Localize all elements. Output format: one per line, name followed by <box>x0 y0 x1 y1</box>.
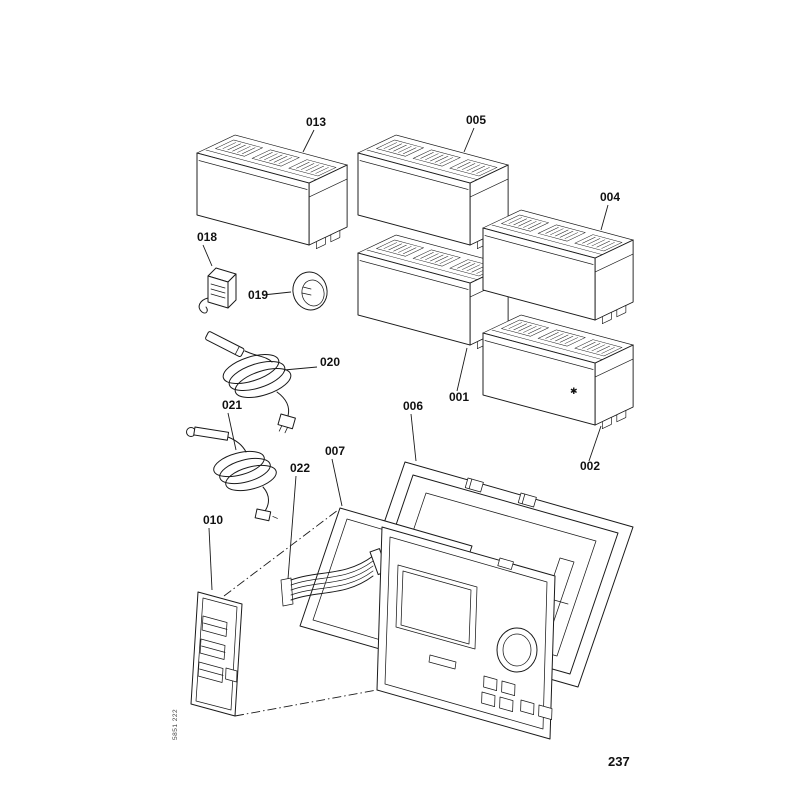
assembly-guide-lines <box>223 509 378 717</box>
rotary-dial <box>496 627 538 673</box>
display-window <box>395 564 478 650</box>
part-label-002: 002 <box>580 459 600 473</box>
part-002-drawing <box>482 314 634 433</box>
document-number: 5851 222 <box>172 709 179 740</box>
part-label-022: 022 <box>290 461 310 475</box>
control-unit-front-drawing <box>376 526 556 740</box>
part-label-001: 001 <box>449 390 469 404</box>
part-label-013: 013 <box>306 115 326 129</box>
part-label-007: 007 <box>325 444 345 458</box>
part-label-006: 006 <box>403 399 423 413</box>
part-label-018: 018 <box>197 230 217 244</box>
part-label-019: 019 <box>248 288 268 302</box>
part-label-004: 004 <box>600 190 620 204</box>
part-label-020: 020 <box>320 355 340 369</box>
leader-lines <box>202 127 609 591</box>
part-021-drawing <box>186 426 278 522</box>
part-label-010: 010 <box>203 513 223 527</box>
part-010-drawing <box>190 591 243 717</box>
frost-symbol: ✱ <box>570 387 578 397</box>
part-020-drawing <box>205 331 296 434</box>
part-018-drawing <box>198 267 237 314</box>
part-label-005: 005 <box>466 113 486 127</box>
part-labels: 013 005 004 018 019 020 001 021 002 006 … <box>197 113 620 527</box>
part-019-drawing <box>292 271 328 311</box>
part-label-021: 021 <box>222 398 242 412</box>
part-013-drawing <box>196 134 348 253</box>
page-number: 237 <box>608 754 630 769</box>
control-buttons <box>481 675 553 720</box>
